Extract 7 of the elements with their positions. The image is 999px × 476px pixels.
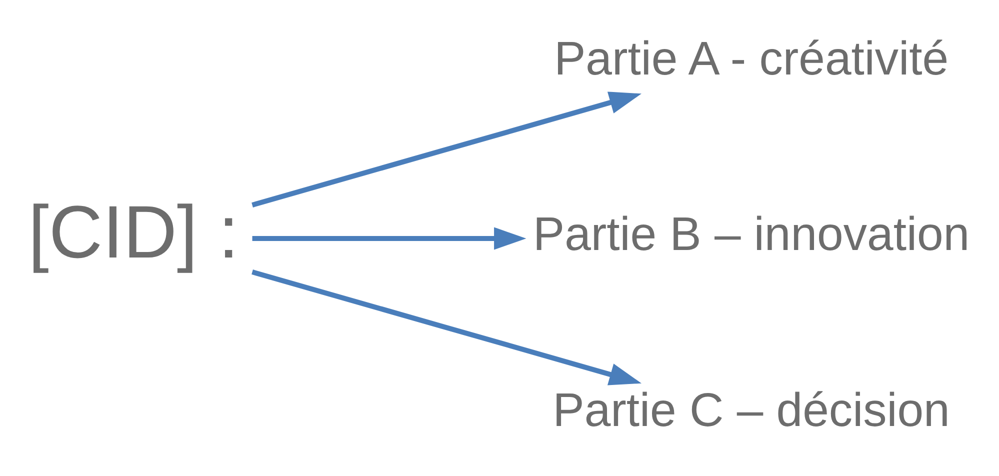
node-text: [CID] : (28, 190, 239, 273)
node-text: Partie C – décision (552, 383, 950, 436)
arrow (252, 226, 526, 250)
arrow (252, 269, 642, 385)
node-text: Partie B – innovation (533, 208, 970, 261)
arrow (252, 91, 642, 207)
node-text: Partie A - créativité (554, 32, 949, 85)
